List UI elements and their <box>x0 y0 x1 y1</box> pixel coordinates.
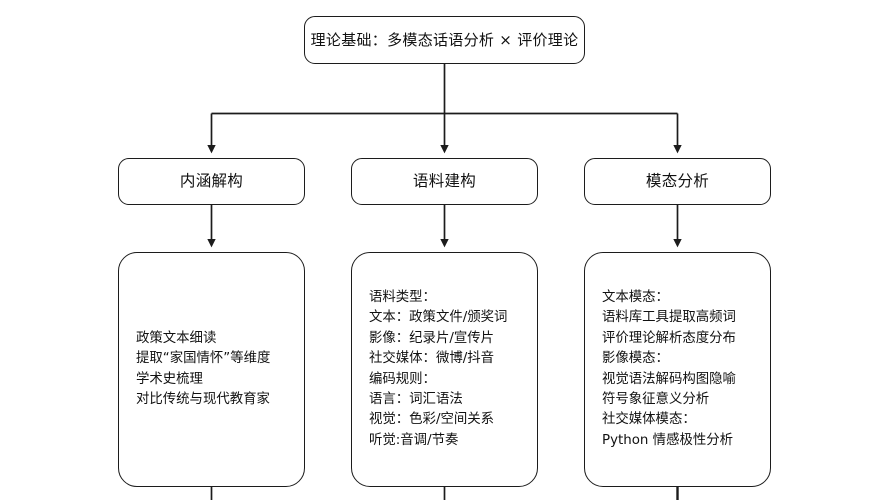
node-corpus-detail[interactable]: 语料类型： 文本：政策文件/颁奖词影像：纪录片/宣传片社交媒体：微博/抖音编码规则… <box>351 252 538 487</box>
modality-detail-lines: 文本模态： 语料库工具提取高频词评价理论解析态度分布影像模态： 视觉语法解码构图隐喻… <box>602 288 770 451</box>
node-connotation-deconstruction-label: 内涵解构 <box>179 171 244 190</box>
detail-line: Python 情感极性分析 <box>602 432 734 448</box>
detail-line: 语言：词汇语法 <box>369 391 463 407</box>
node-theory-foundation-label: 理论基础：多模态话语分析 × 评价理论 <box>310 30 579 49</box>
detail-line: 对比传统与现代教育家 <box>136 391 270 407</box>
detail-line: 政策文本细读 <box>136 330 217 346</box>
node-connotation-detail[interactable]: 政策文本细读提取“家国情怀”等维度学术史梳理对比传统与现代教育家 <box>118 252 305 487</box>
detail-line: 语料类型： <box>369 289 436 305</box>
detail-line: 评价理论解析态度分布 <box>602 330 736 346</box>
node-modality-analysis-label: 模态分析 <box>645 171 710 190</box>
node-corpus-construction-label: 语料建构 <box>412 171 477 190</box>
detail-line: 视觉语法解码构图隐喻 <box>602 371 736 387</box>
detail-line: 社交媒体：微博/抖音 <box>369 351 495 367</box>
detail-line: 编码规则： <box>369 371 436 387</box>
detail-line: 社交媒体模态： <box>602 412 696 428</box>
detail-line: 文本模态： <box>602 289 669 305</box>
detail-line: 视觉：色彩/空间关系 <box>369 412 495 428</box>
detail-line: 影像模态： <box>602 351 669 367</box>
corpus-detail-lines: 语料类型： 文本：政策文件/颁奖词影像：纪录片/宣传片社交媒体：微博/抖音编码规则… <box>369 288 537 451</box>
node-corpus-construction[interactable]: 语料建构 <box>351 158 538 205</box>
node-theory-foundation[interactable]: 理论基础：多模态话语分析 × 评价理论 <box>304 16 585 64</box>
node-connotation-deconstruction[interactable]: 内涵解构 <box>118 158 305 205</box>
detail-line: 影像：纪录片/宣传片 <box>369 330 495 346</box>
detail-line: 提取“家国情怀”等维度 <box>136 351 271 367</box>
detail-line: 符号象征意义分析 <box>602 391 710 407</box>
detail-line: 学术史梳理 <box>136 371 203 387</box>
node-modality-detail[interactable]: 文本模态： 语料库工具提取高频词评价理论解析态度分布影像模态： 视觉语法解码构图隐喻… <box>584 252 771 487</box>
detail-line: 听觉:音调/节奏 <box>369 432 459 448</box>
detail-line: 文本：政策文件/颁奖词 <box>369 310 508 326</box>
detail-line: 语料库工具提取高频词 <box>602 310 736 326</box>
connotation-detail-lines: 政策文本细读提取“家国情怀”等维度学术史梳理对比传统与现代教育家 <box>136 329 304 411</box>
node-modality-analysis[interactable]: 模态分析 <box>584 158 771 205</box>
